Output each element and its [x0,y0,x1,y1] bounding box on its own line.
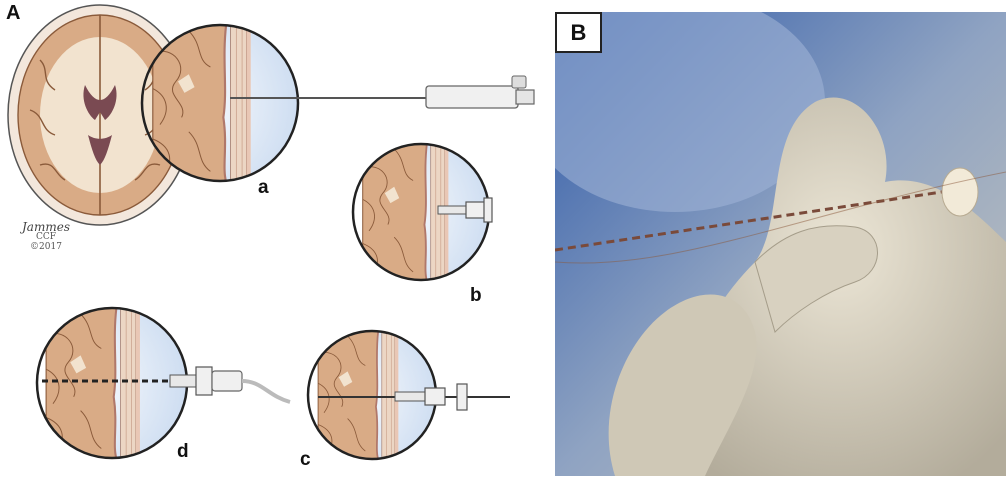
signature-year: ©2017 [22,242,70,252]
zoom-circle-d [37,307,290,459]
panel-a-illustration: A a b c d Jammes CCF ©2017 [0,0,548,479]
zoom-circle-c [308,330,510,460]
step-a-label: a [258,177,269,199]
step-b-label: b [470,285,482,307]
zoom-circle-a [142,24,311,182]
step-d-label: d [177,441,189,463]
artist-signature: Jammes CCF ©2017 [22,222,70,252]
zoom-circle-b [353,143,501,282]
step-c-label: c [300,449,311,471]
panel-a-label: A [6,2,20,25]
panel-b-photo: B [555,12,1006,476]
panel-b-label: B [555,12,602,53]
signature-name: Jammes [22,222,70,232]
photo-gloved-hand-electrode [555,12,1006,476]
bolt-cap [942,168,978,216]
panel-a-drawing [0,0,548,479]
